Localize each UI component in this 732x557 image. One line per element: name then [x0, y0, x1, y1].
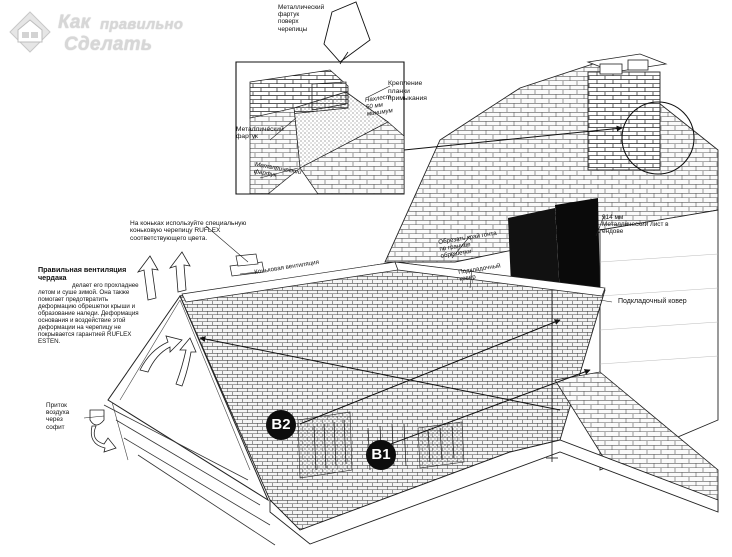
house-logo-icon — [9, 11, 51, 53]
badge-b2: B2 — [266, 410, 296, 440]
valley-dimension — [546, 290, 558, 462]
label-valley-sheet: 914 мм Металлический лист в ендове — [602, 214, 669, 236]
label-metal-apron-left: Металлический фартук — [236, 126, 284, 141]
badge-b1: B1 — [366, 440, 396, 470]
chimney-detail-circle — [621, 101, 695, 175]
leader-lines — [83, 85, 613, 419]
inset-detail — [235, 1, 405, 195]
label-ventilation-body: делает его прохладнее летом и суше зимой… — [38, 282, 139, 345]
main-roof-plane — [179, 261, 606, 531]
label-air-inflow: Приток воздуха через софит — [46, 402, 70, 431]
front-eave — [269, 439, 719, 545]
logo-word-3: Сделать — [64, 34, 153, 55]
label-fastening-strips: Крепление планки примыкания — [388, 80, 427, 103]
site-logo: Как правильно Сделать — [8, 8, 183, 60]
label-ridge-note: На коньках используйте специальную коньк… — [130, 220, 247, 242]
label-flashing-over-tiles: Металлический фартук поверх черепицы — [278, 4, 325, 33]
gutter — [89, 409, 105, 426]
valley-metal-sheet-right — [555, 198, 600, 296]
ventilation-arrows — [90, 251, 197, 453]
label-overlap: Нахлест 50 мм минимум — [364, 93, 394, 118]
inset-pointer-line — [403, 125, 623, 151]
logo-word-2: правильно — [100, 16, 184, 33]
cut-shingle-area — [297, 411, 465, 479]
label-underlay-large: Подкладочный ковер — [618, 298, 687, 305]
logo-word-1: Как — [58, 12, 91, 33]
guide-arrows — [199, 319, 591, 449]
label-ventilation-title: Правильная вентиляция чердака — [38, 265, 127, 283]
gable-end — [103, 294, 276, 546]
lower-right-roof — [554, 371, 719, 511]
ridge-cap — [181, 261, 606, 303]
chimney — [586, 53, 668, 171]
